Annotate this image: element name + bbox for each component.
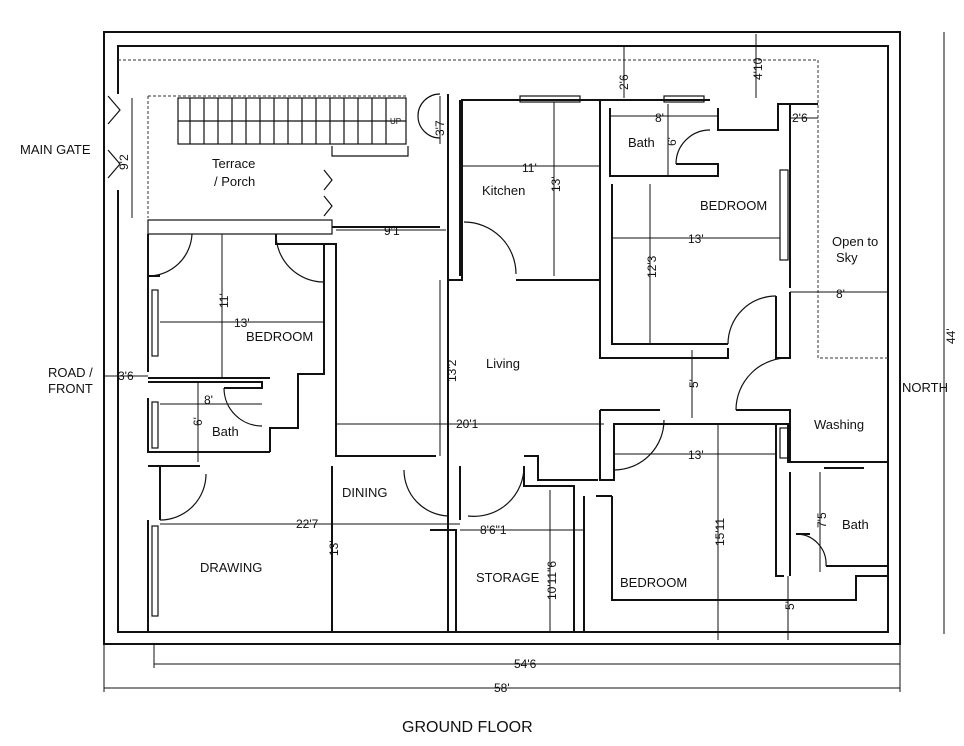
dim-3-6: 3'6 xyxy=(118,369,134,383)
dim-9-2: 9'2 xyxy=(117,154,131,170)
dim-20-1: 20'1 xyxy=(456,417,479,431)
label-washing: Washing xyxy=(814,417,864,432)
page-title: GROUND FLOOR xyxy=(402,719,533,736)
dim-8-open: 8' xyxy=(836,287,845,301)
label-north: NORTH xyxy=(902,380,948,395)
label-living: Living xyxy=(486,356,520,371)
dim-2-6-right: 2'6 xyxy=(792,111,808,125)
windows xyxy=(151,95,789,617)
label-road-line2: FRONT xyxy=(48,381,93,396)
dimension-lines xyxy=(103,32,945,692)
dim-7-5: 7'5 xyxy=(815,512,829,528)
label-open-sky-line1: Open to xyxy=(832,234,878,249)
staircase xyxy=(177,97,409,157)
dim-54-6: 54'6 xyxy=(514,657,537,671)
label-bedroom-left: BEDROOM xyxy=(246,329,313,344)
dim-12-3: 12'3 xyxy=(645,255,659,278)
dim-11-bedroom-l: 11' xyxy=(217,293,231,308)
dim-8-bath-l: 8' xyxy=(204,393,213,407)
dim-11-kitchen: 11' xyxy=(522,161,537,175)
dim-5-mid: 5' xyxy=(687,379,701,388)
dim-58: 58' xyxy=(494,681,510,695)
label-bedroom-top-right: BEDROOM xyxy=(700,198,767,213)
dim-2-6-top: 2'6 xyxy=(617,74,631,90)
dim-15-11: 15'11 xyxy=(713,518,727,546)
dim-13-bedroom-tr: 13' xyxy=(688,232,704,246)
label-bath-top: Bath xyxy=(628,135,655,150)
dim-22-7: 22'7 xyxy=(296,517,319,531)
label-open-sky-line2: Sky xyxy=(836,250,858,265)
dim-4-10: 4'10 xyxy=(751,57,765,80)
dim-9-1: 9'1 xyxy=(384,224,400,238)
label-drawing: DRAWING xyxy=(200,560,262,575)
dim-8-6-1: 8'6"1 xyxy=(480,523,507,537)
room-labels: Terrace / Porch Kitchen Bath BEDROOM Ope… xyxy=(200,117,878,590)
dim-5-bottom: 5' xyxy=(783,601,797,610)
label-kitchen: Kitchen xyxy=(482,183,525,198)
side-labels: MAIN GATE ROAD / FRONT NORTH GROUND FLOO… xyxy=(20,142,948,736)
dim-13-kitchen: 13' xyxy=(549,176,563,192)
doors xyxy=(147,93,827,567)
dim-6-bath: 6' xyxy=(665,137,679,146)
label-terrace-line1: Terrace xyxy=(212,156,255,171)
label-bedroom-bottom: BEDROOM xyxy=(620,575,687,590)
dim-44: 44' xyxy=(944,328,958,344)
dim-13-bedroom-b: 13' xyxy=(688,448,704,462)
dim-8-bath: 8' xyxy=(655,111,664,125)
boundary-walls xyxy=(103,31,901,645)
label-storage: STORAGE xyxy=(476,570,540,585)
label-bath-right: Bath xyxy=(842,517,869,532)
label-terrace-line2: / Porch xyxy=(214,174,255,189)
label-road-line1: ROAD / xyxy=(48,365,93,380)
dimension-labels: 4'10 2'6 8' 6' 2'6 3'7 9'2 11' 13' 9'1 1… xyxy=(117,57,958,695)
label-bath-left: Bath xyxy=(212,424,239,439)
label-main-gate: MAIN GATE xyxy=(20,142,91,157)
stair-up-label: UP xyxy=(390,117,401,126)
dim-13-bedroom-l: 13' xyxy=(234,316,250,330)
dim-3-7: 3'7 xyxy=(433,120,447,136)
dim-13-drawing: 13' xyxy=(327,540,341,556)
label-dining: DINING xyxy=(342,485,388,500)
dim-10-11-6: 10'11"6 xyxy=(545,561,559,600)
interior-walls xyxy=(147,94,888,632)
main-gate xyxy=(107,95,121,179)
dim-6-bath-l: 6' xyxy=(191,417,205,426)
dim-13-2: 13'2 xyxy=(445,359,459,382)
